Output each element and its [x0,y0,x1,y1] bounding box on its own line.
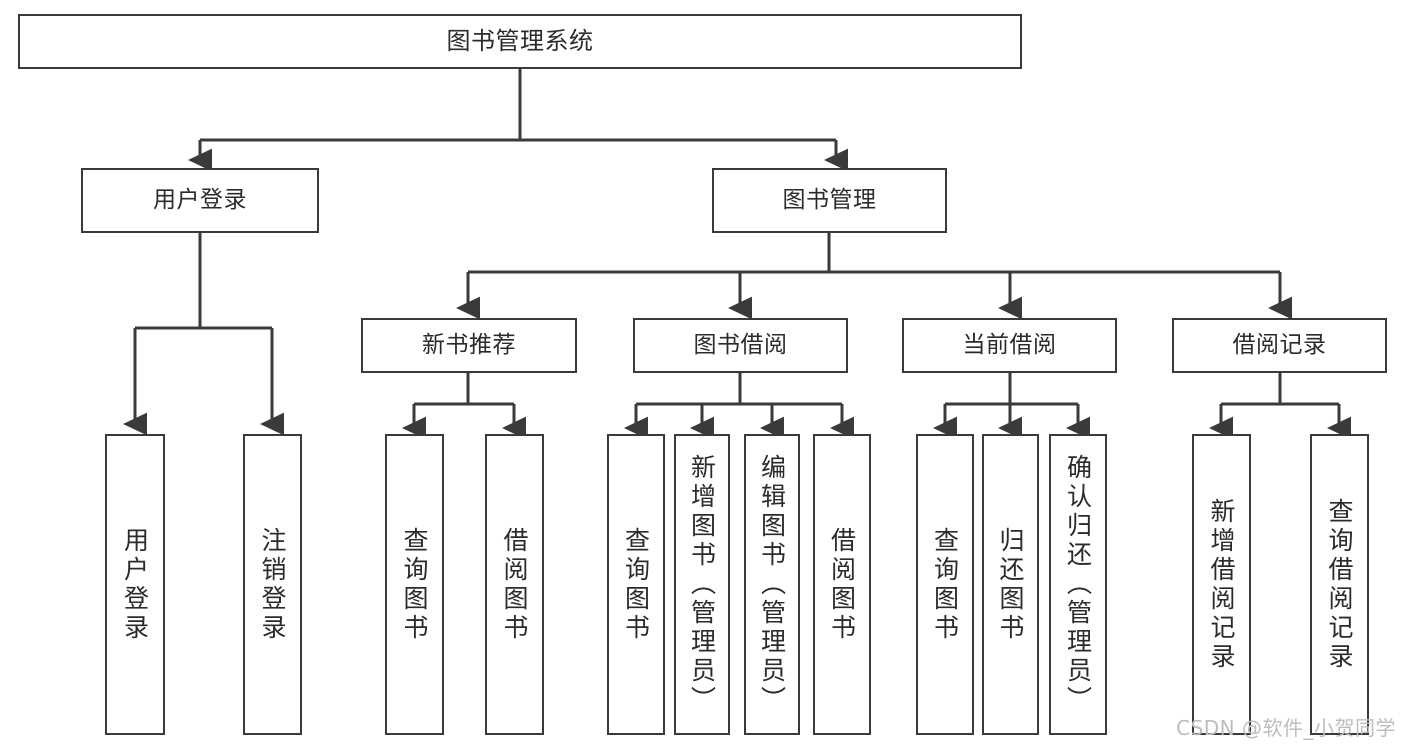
node-label: 用户登录 [153,186,247,213]
leaf-return-book[interactable]: 归还图书 [982,434,1039,735]
node-label: 查询借阅记录 [1325,497,1354,672]
node-label: 注销登录 [258,526,287,643]
node-label: 查询图书 [930,526,960,643]
leaf-add-book[interactable]: 新增图书（管理员） [674,434,730,735]
node-label: 查询图书 [621,526,651,643]
node-label: 图书管理 [782,186,877,213]
node-label: 新增图书（管理员） [687,454,717,715]
leaf-query-borrow-record[interactable]: 查询借阅记录 [1310,434,1369,735]
leaf-user-login[interactable]: 用户登录 [105,434,165,735]
leaf-edit-book[interactable]: 编辑图书（管理员） [744,434,800,735]
node-label: 归还图书 [996,526,1025,643]
node-label: 当前借阅 [962,331,1057,358]
node-borrow-record[interactable]: 借阅记录 [1172,318,1387,373]
node-label: 新书推荐 [422,331,516,358]
leaf-borrow-book[interactable]: 借阅图书 [813,434,871,735]
node-label: 查询图书 [400,526,429,643]
node-current-borrow[interactable]: 当前借阅 [902,318,1117,373]
leaf-confirm-return[interactable]: 确认归还（管理员） [1049,434,1107,735]
node-label: 编辑图书（管理员） [757,454,787,715]
node-label: 借阅图书 [500,526,529,643]
node-label: 用户登录 [120,526,150,643]
node-label: 借阅记录 [1232,331,1327,358]
node-new-book-recommend[interactable]: 新书推荐 [361,318,577,373]
node-label: 图书借阅 [693,331,788,358]
leaf-add-borrow-record[interactable]: 新增借阅记录 [1192,434,1251,735]
leaf-query-book-current[interactable]: 查询图书 [916,434,974,735]
node-book-management[interactable]: 图书管理 [712,168,947,233]
leaf-borrow-book-recommend[interactable]: 借阅图书 [485,434,544,735]
node-root-system[interactable]: 图书管理系统 [18,14,1022,69]
node-book-borrow[interactable]: 图书借阅 [633,318,848,373]
node-label: 图书管理系统 [446,27,594,56]
node-label: 借阅图书 [827,526,857,643]
leaf-logout[interactable]: 注销登录 [243,434,302,735]
node-user-login[interactable]: 用户登录 [81,168,319,233]
leaf-query-book-recommend[interactable]: 查询图书 [385,434,444,735]
node-label: 新增借阅记录 [1207,497,1236,672]
node-label: 确认归还（管理员） [1063,454,1093,715]
leaf-query-book-borrow[interactable]: 查询图书 [607,434,665,735]
